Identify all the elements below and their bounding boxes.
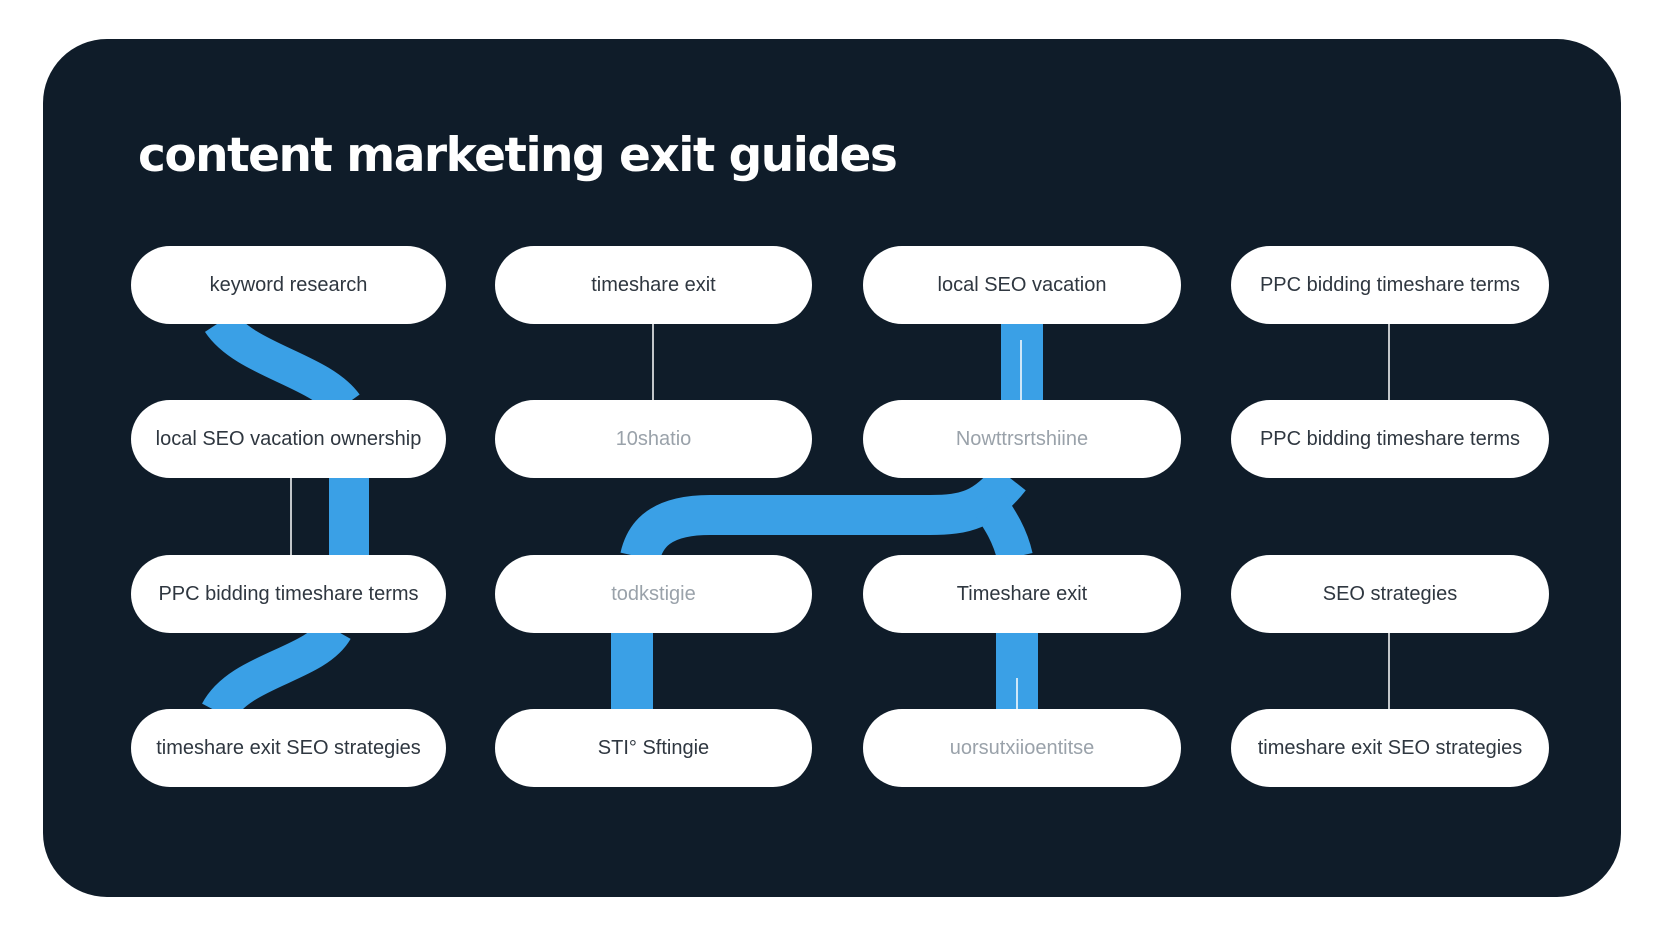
- flow-c1-top: [204, 310, 360, 417]
- node-c1-r4: timeshare exit SEO strategies: [131, 709, 446, 787]
- node-c2-r3: todkstigie: [495, 555, 812, 633]
- node-c3-r3: Timeshare exit: [863, 555, 1181, 633]
- node-c3-r2: Nowttrsrtshiine: [863, 400, 1181, 478]
- node-c1-r3: PPC bidding timeshare terms: [131, 555, 446, 633]
- node-c4-r4: timeshare exit SEO strategies: [1231, 709, 1549, 787]
- flow-cross: [620, 465, 1026, 563]
- node-c3-r1: local SEO vacation: [863, 246, 1181, 324]
- page-title: content marketing exit guides: [138, 128, 898, 183]
- node-c2-r1: timeshare exit: [495, 246, 812, 324]
- node-c4-r1: PPC bidding timeshare terms: [1231, 246, 1549, 324]
- node-c4-r3: SEO strategies: [1231, 555, 1549, 633]
- node-c4-r2: PPC bidding timeshare terms: [1231, 400, 1549, 478]
- node-c2-r4: STI° Sftingie: [495, 709, 812, 787]
- node-c2-r2: 10shatio: [495, 400, 812, 478]
- flow-c1-bottom: [202, 619, 351, 722]
- flow-branch: [975, 495, 1033, 562]
- node-c3-r4: uorsutxiioentitse: [863, 709, 1181, 787]
- node-c1-r2: local SEO vacation ownership: [131, 400, 446, 478]
- node-c1-r1: keyword research: [131, 246, 446, 324]
